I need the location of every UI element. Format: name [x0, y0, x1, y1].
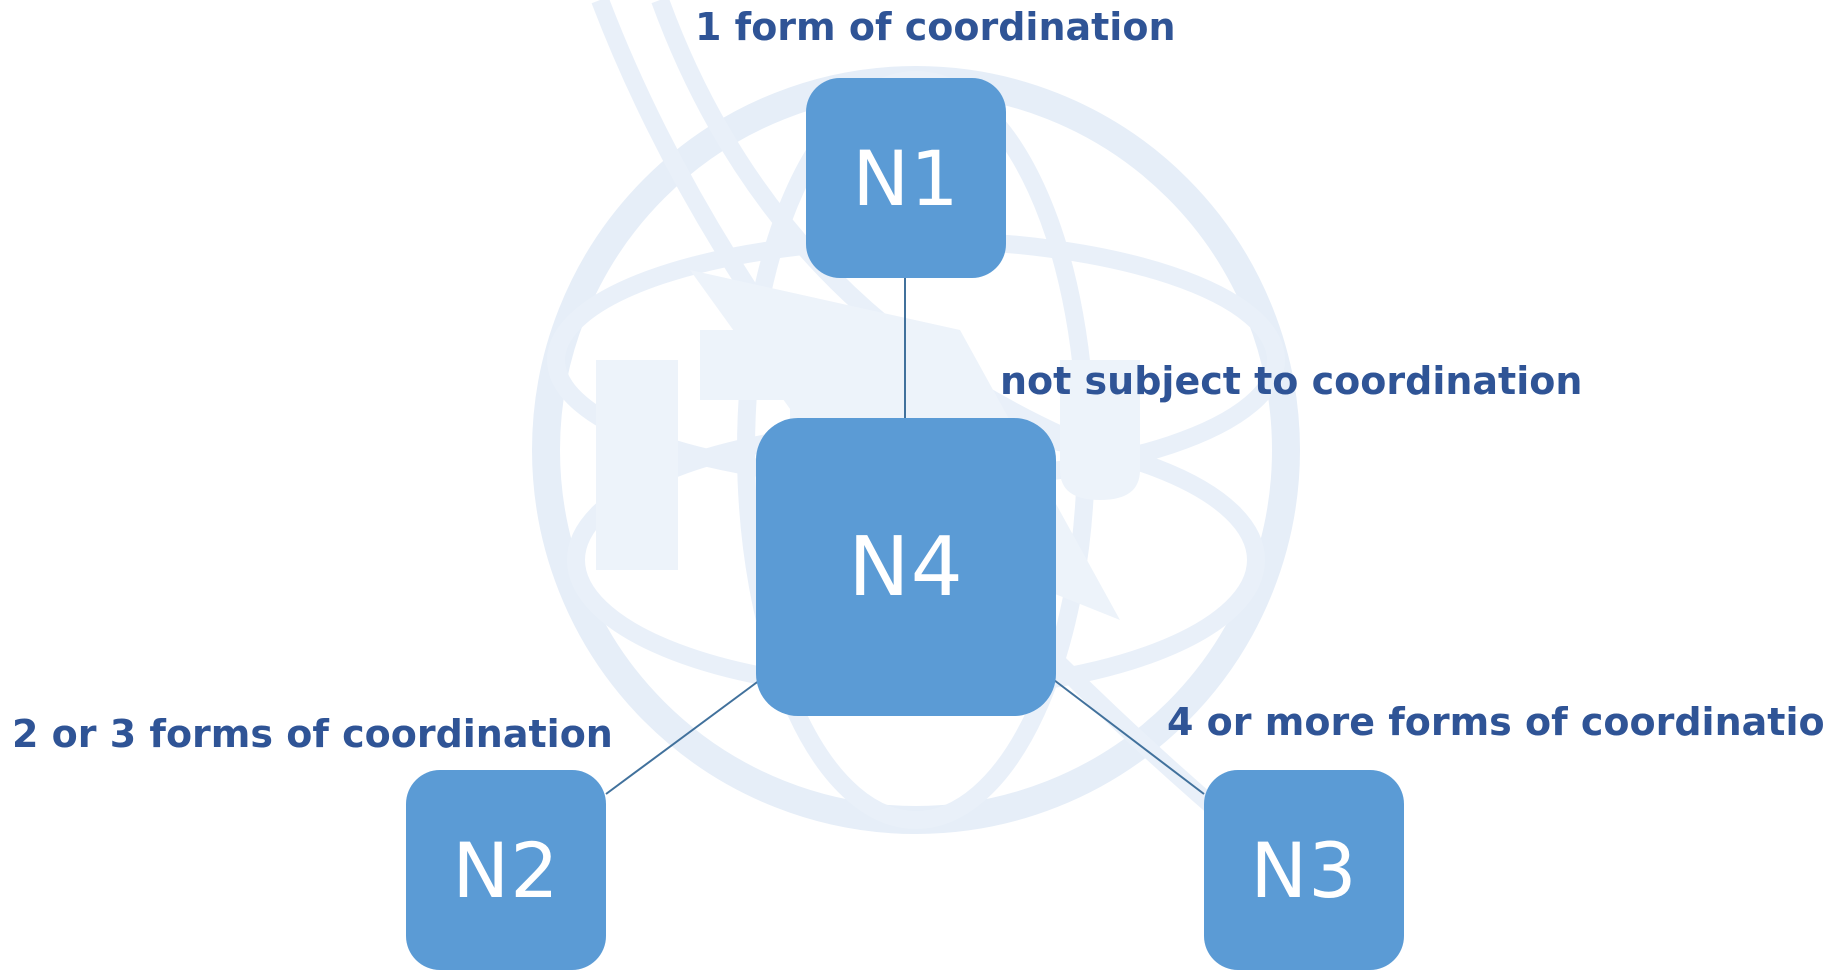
swoosh-stroke: [651, 0, 1124, 469]
caption-n4: not subject to coordination: [1000, 359, 1583, 403]
node-n2-label: N2: [452, 825, 560, 915]
node-n3-label: N3: [1250, 825, 1358, 915]
caption-n3: 4 or more forms of coordination: [1167, 700, 1824, 744]
node-n4-label: N4: [848, 519, 964, 615]
node-n4: N4: [756, 418, 1056, 716]
node-n3: N3: [1204, 770, 1404, 970]
node-n1-label: N1: [852, 133, 960, 223]
connector-n4-n2: [605, 679, 761, 795]
caption-n2: 2 or 3 forms of coordination: [12, 712, 613, 756]
connector-n4-n3: [1053, 679, 1205, 795]
node-n2: N2: [406, 770, 606, 970]
node-n1: N1: [806, 78, 1006, 278]
logo-letter-i: [596, 360, 678, 570]
logo-letter-u: [1060, 360, 1140, 500]
caption-n1: 1 form of coordination: [695, 5, 1176, 49]
